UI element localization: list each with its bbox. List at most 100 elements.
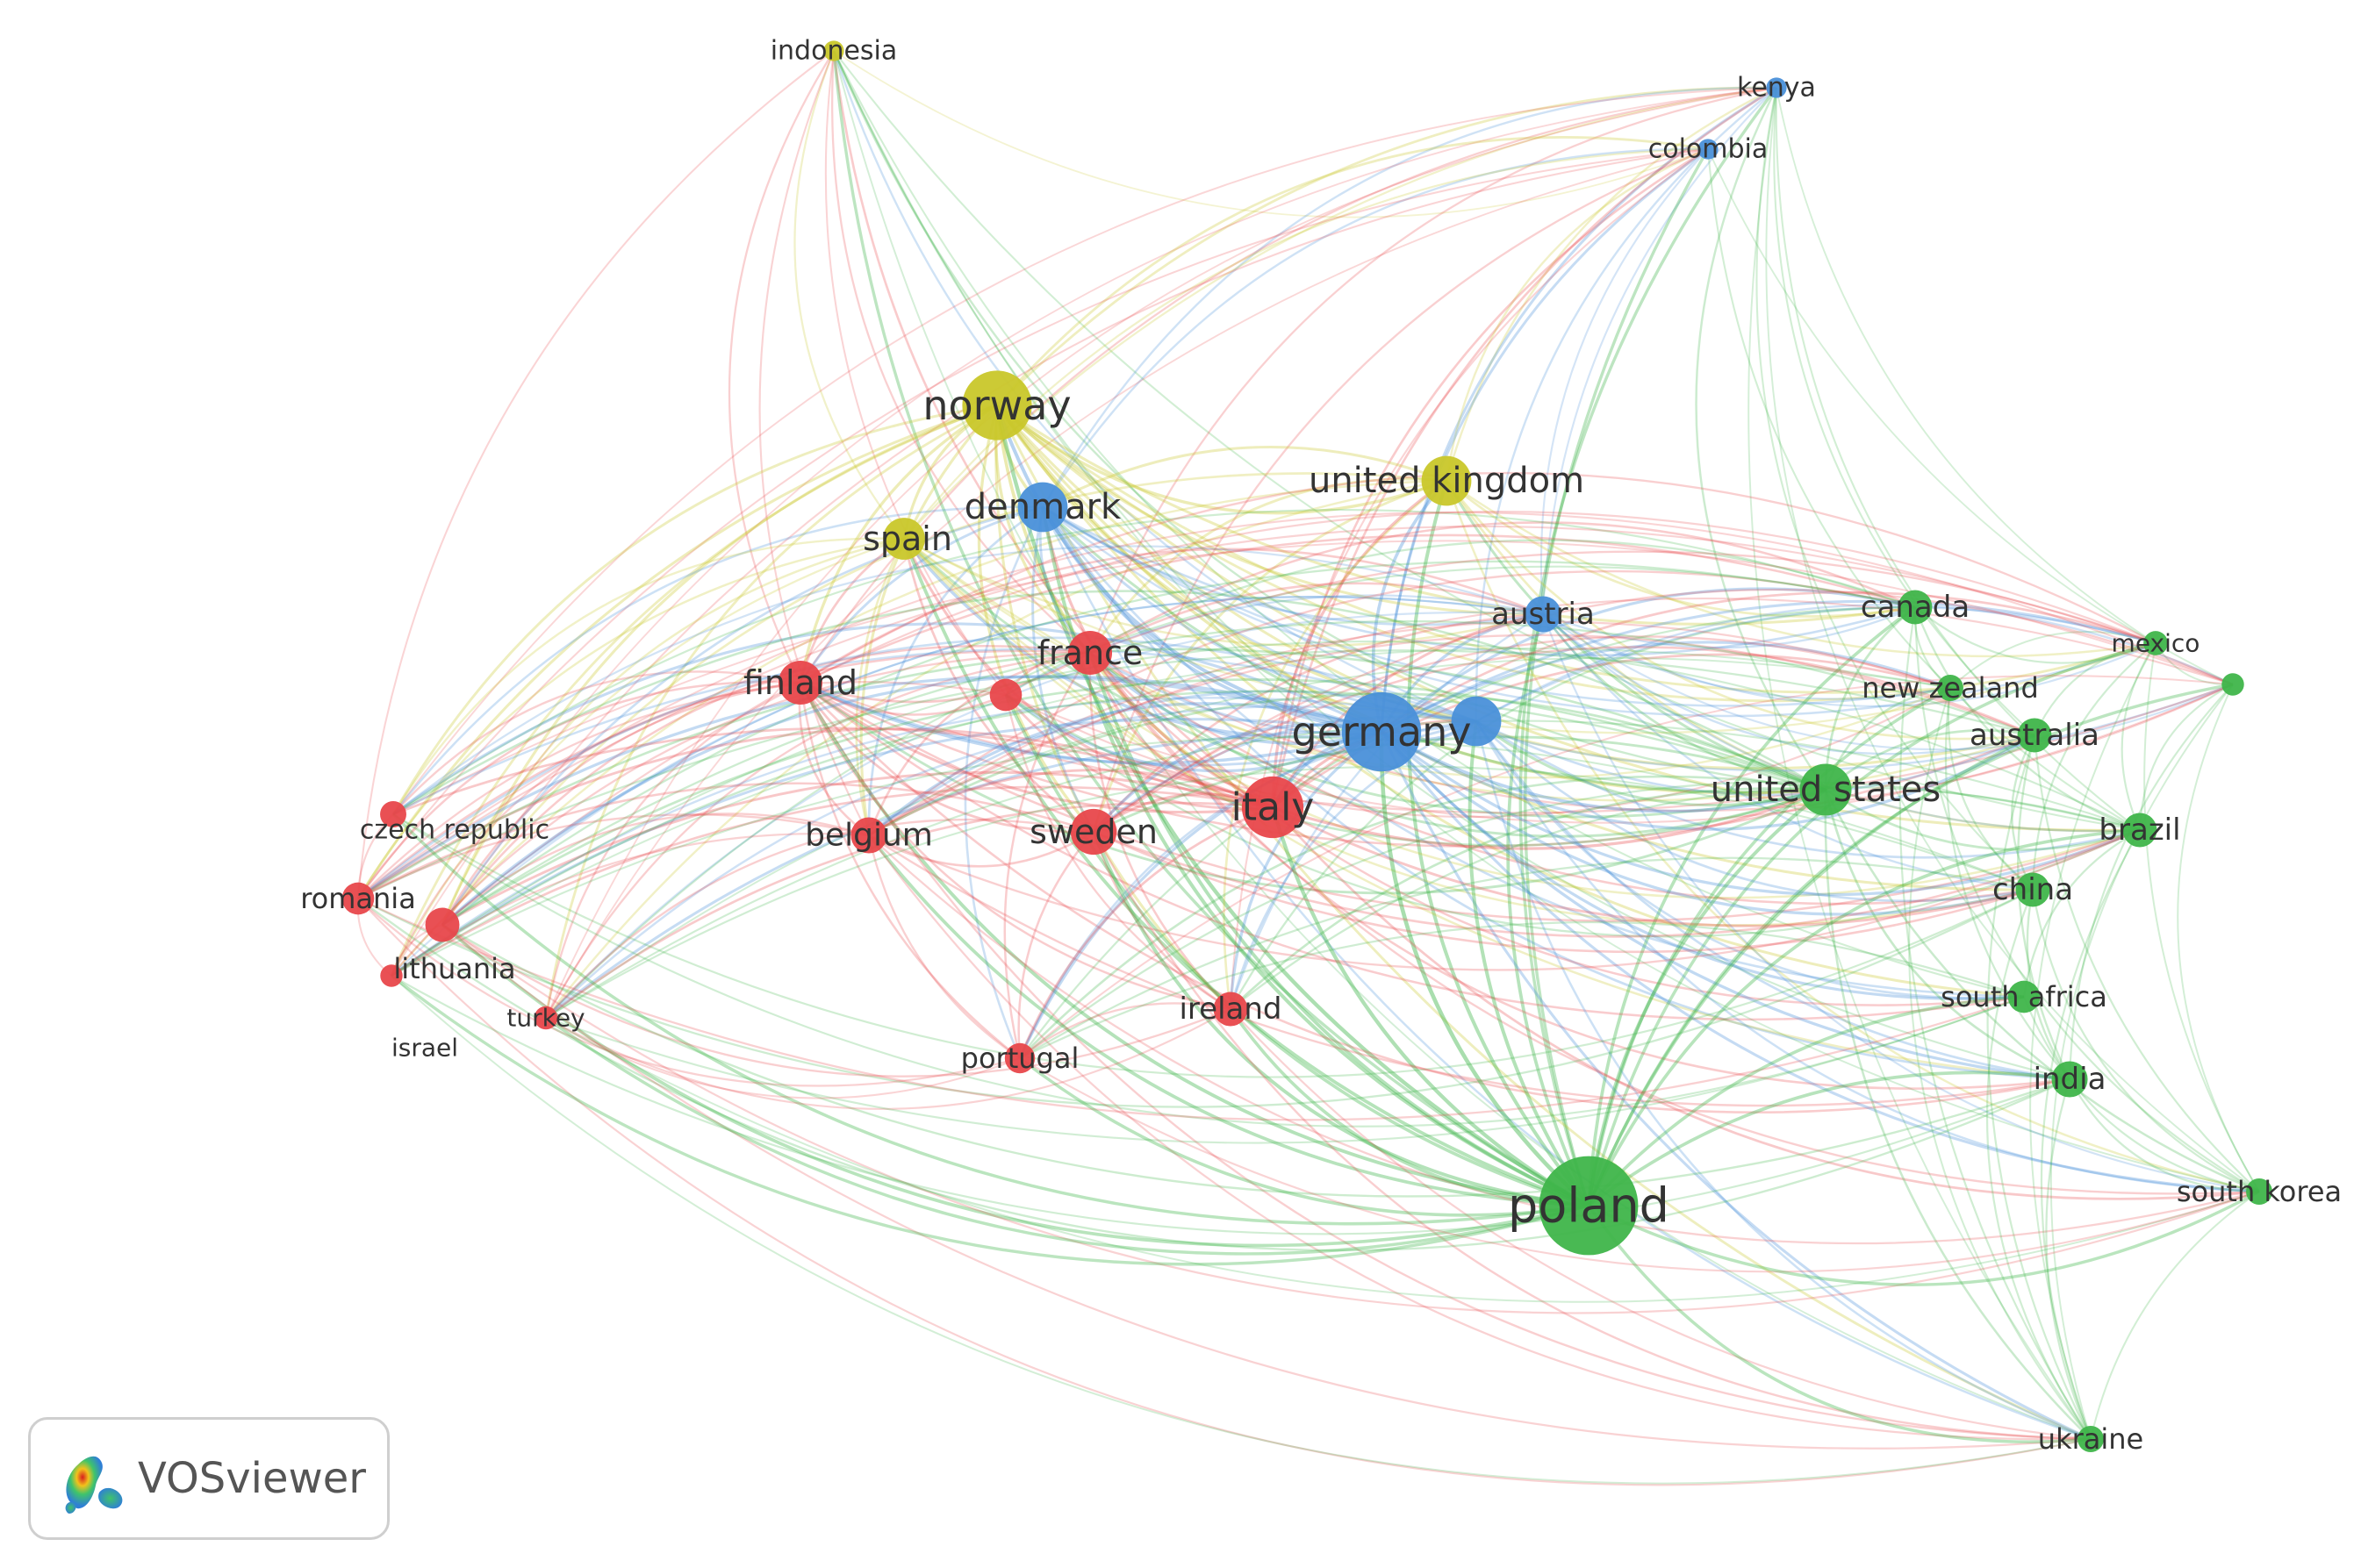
node-australia[interactable] bbox=[2017, 718, 2052, 753]
link-sweden-portugal bbox=[1017, 831, 1094, 1059]
link-france-lithuania bbox=[441, 644, 1091, 926]
link-unnamed-green-south-korea bbox=[2177, 684, 2260, 1192]
link-colombia-turkey bbox=[545, 148, 1709, 1019]
link-kenya-czech-republic bbox=[392, 87, 1777, 815]
node-label-belgium: belgium bbox=[805, 818, 933, 854]
link-united-kingdom-poland bbox=[1406, 480, 1590, 1207]
node-portugal[interactable] bbox=[1004, 1042, 1036, 1074]
link-norway-germany bbox=[995, 405, 1382, 734]
node-turkey[interactable] bbox=[534, 1006, 558, 1030]
node-poland[interactable] bbox=[1539, 1156, 1639, 1256]
node-czech-republic[interactable] bbox=[380, 801, 406, 827]
node-italy[interactable] bbox=[1241, 776, 1304, 839]
link-unnamed-blue-ireland bbox=[1229, 720, 1477, 1010]
link-united-kingdom-turkey bbox=[545, 479, 1447, 1019]
node-denmark[interactable] bbox=[1017, 482, 1068, 533]
node-united-states[interactable] bbox=[1799, 763, 1852, 816]
node-lithuania[interactable] bbox=[425, 907, 460, 942]
node-indonesia[interactable] bbox=[823, 40, 844, 61]
node-label-italy: italy bbox=[1231, 785, 1315, 830]
link-turkey-ireland bbox=[545, 1008, 1231, 1110]
link-united-kingdom-lithuania bbox=[441, 472, 1447, 926]
link-turkey-south-africa bbox=[545, 996, 2025, 1144]
link-italy-lithuania bbox=[441, 770, 1274, 927]
node-label-south-africa: south africa bbox=[1941, 980, 2107, 1013]
link-portugal-poland bbox=[1018, 1056, 1590, 1217]
node-brazil[interactable] bbox=[2122, 813, 2157, 848]
link-france-poland bbox=[1088, 652, 1590, 1207]
link-indonesia-india bbox=[833, 50, 2070, 1081]
node-south-africa[interactable] bbox=[2007, 980, 2041, 1013]
node-colombia[interactable] bbox=[1697, 139, 1719, 160]
node-norway[interactable] bbox=[962, 370, 1032, 440]
link-spain-poland bbox=[902, 538, 1590, 1207]
link-indonesia-south-korea bbox=[833, 50, 2260, 1192]
link-australia-poland bbox=[1587, 734, 2035, 1206]
node-israel[interactable] bbox=[380, 964, 403, 987]
node-label-norway: norway bbox=[922, 382, 1071, 429]
node-finland[interactable] bbox=[778, 660, 823, 705]
link-denmark-czech-republic bbox=[392, 505, 1044, 815]
link-portugal-south-korea bbox=[1019, 1057, 2260, 1273]
node-label-france: france bbox=[1037, 634, 1144, 672]
link-italy-united-states bbox=[1272, 788, 1826, 850]
link-austria-poland bbox=[1506, 613, 1590, 1206]
node-new-zealand[interactable] bbox=[1937, 675, 1963, 701]
link-canada-poland bbox=[1587, 605, 1917, 1206]
node-france[interactable] bbox=[1067, 630, 1113, 676]
node-label-denmark: denmark bbox=[965, 487, 1122, 527]
link-kenya-united-kingdom bbox=[1445, 86, 1777, 482]
link-unnamed-blue-brazil bbox=[1475, 720, 2141, 859]
node-unnamed-green[interactable] bbox=[2221, 673, 2244, 696]
link-canada-south-korea bbox=[1913, 606, 2260, 1192]
link-mexico-australia bbox=[2034, 641, 2156, 736]
node-ireland[interactable] bbox=[1213, 992, 1248, 1027]
link-unnamed-blue-united-states bbox=[1475, 720, 1826, 807]
link-indonesia-ukraine bbox=[833, 50, 2092, 1440]
link-belgium-romania bbox=[357, 813, 870, 900]
link-mexico-ukraine bbox=[2029, 642, 2156, 1440]
link-colombia-romania bbox=[357, 147, 1709, 899]
link-unnamed-green-sweden bbox=[1093, 588, 2234, 833]
link-mexico-brazil bbox=[2121, 642, 2156, 831]
node-germany[interactable] bbox=[1341, 691, 1422, 772]
link-austria-united-states bbox=[1541, 613, 1826, 791]
node-label-ukraine: ukraine bbox=[2038, 1422, 2143, 1456]
node-austria[interactable] bbox=[1525, 596, 1561, 633]
link-austria-australia bbox=[1542, 613, 2035, 755]
link-finland-poland bbox=[799, 682, 1590, 1207]
link-austria-unnamed-green bbox=[1542, 613, 2234, 751]
node-spain[interactable] bbox=[883, 518, 925, 560]
link-united-states-lithuania bbox=[441, 678, 1826, 927]
node-mexico[interactable] bbox=[2143, 631, 2168, 655]
link-new-zealand-india bbox=[1944, 687, 2070, 1080]
link-canada-unnamed-red bbox=[1005, 539, 1916, 696]
link-germany-israel bbox=[391, 718, 1382, 977]
link-mexico-china bbox=[2031, 642, 2156, 891]
node-romania[interactable] bbox=[341, 882, 375, 915]
node-china[interactable] bbox=[2015, 872, 2050, 907]
node-south-korea[interactable] bbox=[2246, 1178, 2272, 1205]
link-sweden-ireland bbox=[1092, 831, 1231, 1011]
link-united-kingdom-denmark bbox=[1042, 446, 1447, 509]
link-mexico-poland bbox=[1587, 641, 2156, 1206]
link-united-kingdom-israel bbox=[391, 479, 1447, 977]
link-australia-south-korea bbox=[2033, 734, 2260, 1192]
node-united-kingdom[interactable] bbox=[1421, 455, 1472, 506]
link-romania-ukraine bbox=[357, 898, 2092, 1486]
node-ukraine[interactable] bbox=[2078, 1426, 2104, 1452]
node-india[interactable] bbox=[2051, 1061, 2088, 1098]
node-unnamed-red[interactable] bbox=[989, 678, 1023, 712]
node-sweden[interactable] bbox=[1070, 808, 1117, 856]
node-canada[interactable] bbox=[1898, 590, 1933, 625]
link-spain-china bbox=[903, 538, 2034, 927]
node-label-kenya: kenya bbox=[1737, 73, 1816, 104]
node-kenya[interactable] bbox=[1766, 77, 1787, 98]
node-unnamed-blue[interactable] bbox=[1451, 696, 1502, 747]
link-united-states-belgium bbox=[868, 692, 1826, 837]
link-kenya-italy bbox=[1271, 86, 1777, 808]
node-belgium[interactable] bbox=[850, 817, 887, 854]
link-unnamed-blue-turkey bbox=[545, 705, 1477, 1019]
link-finland-israel bbox=[390, 681, 801, 977]
link-finland-belgium bbox=[798, 682, 870, 837]
